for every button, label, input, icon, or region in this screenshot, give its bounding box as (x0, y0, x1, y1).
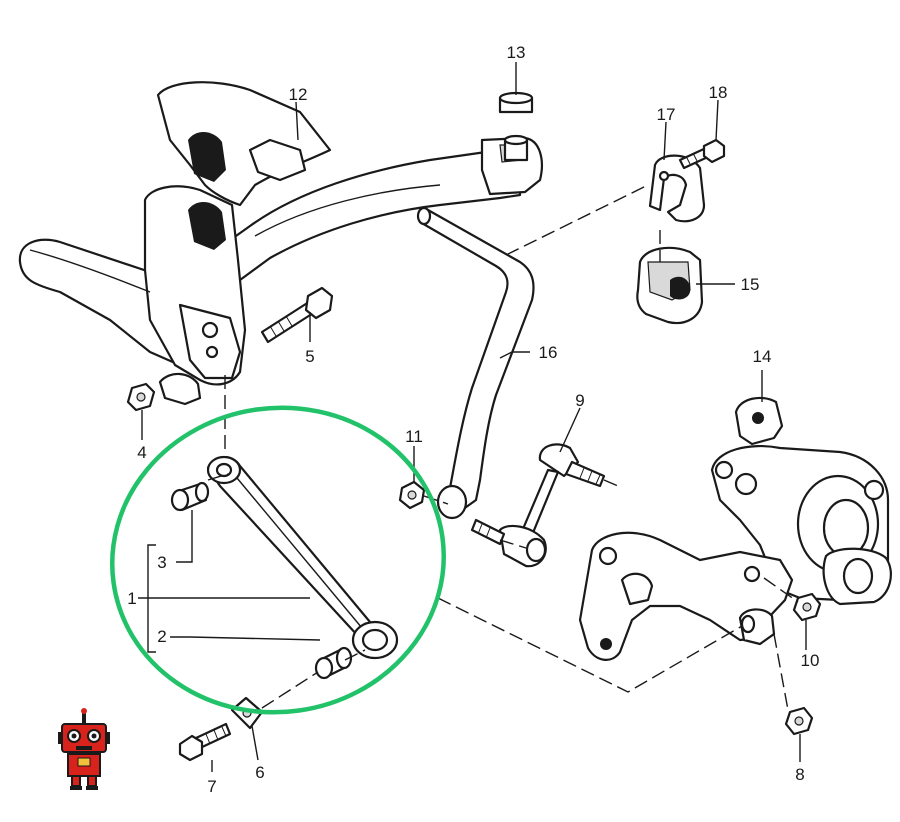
callout-8: 8 (795, 765, 804, 784)
transverse-link-1 (206, 455, 399, 660)
clamp-bracket-17 (648, 154, 706, 223)
callout-16: 16 (539, 343, 558, 362)
coupling-rod-9 (470, 443, 606, 568)
callout-2: 2 (157, 627, 166, 646)
callout-9: 9 (575, 391, 584, 410)
callout-15: 15 (741, 275, 760, 294)
wheel-bearing-housing (710, 396, 892, 606)
callout-labels: 1 2 3 4 5 6 7 8 9 10 11 12 13 14 15 16 1… (127, 43, 819, 796)
bolt-18 (678, 138, 726, 170)
trailing-arm (578, 531, 794, 661)
nut-8 (784, 706, 814, 736)
callout-17: 17 (657, 105, 676, 124)
bolt-7 (178, 722, 232, 762)
bushing-13 (498, 91, 534, 162)
callout-11: 11 (405, 427, 423, 446)
callout-7: 7 (207, 777, 216, 796)
stabilizer-bushing-15 (636, 246, 704, 325)
leader-lines (138, 62, 807, 772)
nut-4 (126, 382, 156, 412)
nut-10 (792, 592, 822, 622)
callout-12: 12 (289, 85, 308, 104)
callout-6: 6 (255, 763, 264, 782)
callout-18: 18 (709, 83, 728, 102)
bolt-5 (260, 286, 334, 344)
callout-10: 10 (801, 651, 820, 670)
callout-4: 4 (137, 443, 146, 462)
bushing-2 (314, 646, 353, 680)
highlight-ring (110, 405, 446, 715)
callout-3: 3 (157, 553, 166, 572)
callout-14: 14 (753, 347, 772, 366)
robot-logo-icon (58, 708, 110, 790)
nut-11 (398, 480, 426, 510)
bushing-3 (170, 481, 210, 512)
callout-1: 1 (127, 589, 136, 608)
assembly-lines (207, 184, 799, 711)
callout-5: 5 (305, 347, 314, 366)
stabilizer-bar (416, 206, 535, 520)
callout-13: 13 (507, 43, 526, 62)
subframe (18, 81, 543, 406)
